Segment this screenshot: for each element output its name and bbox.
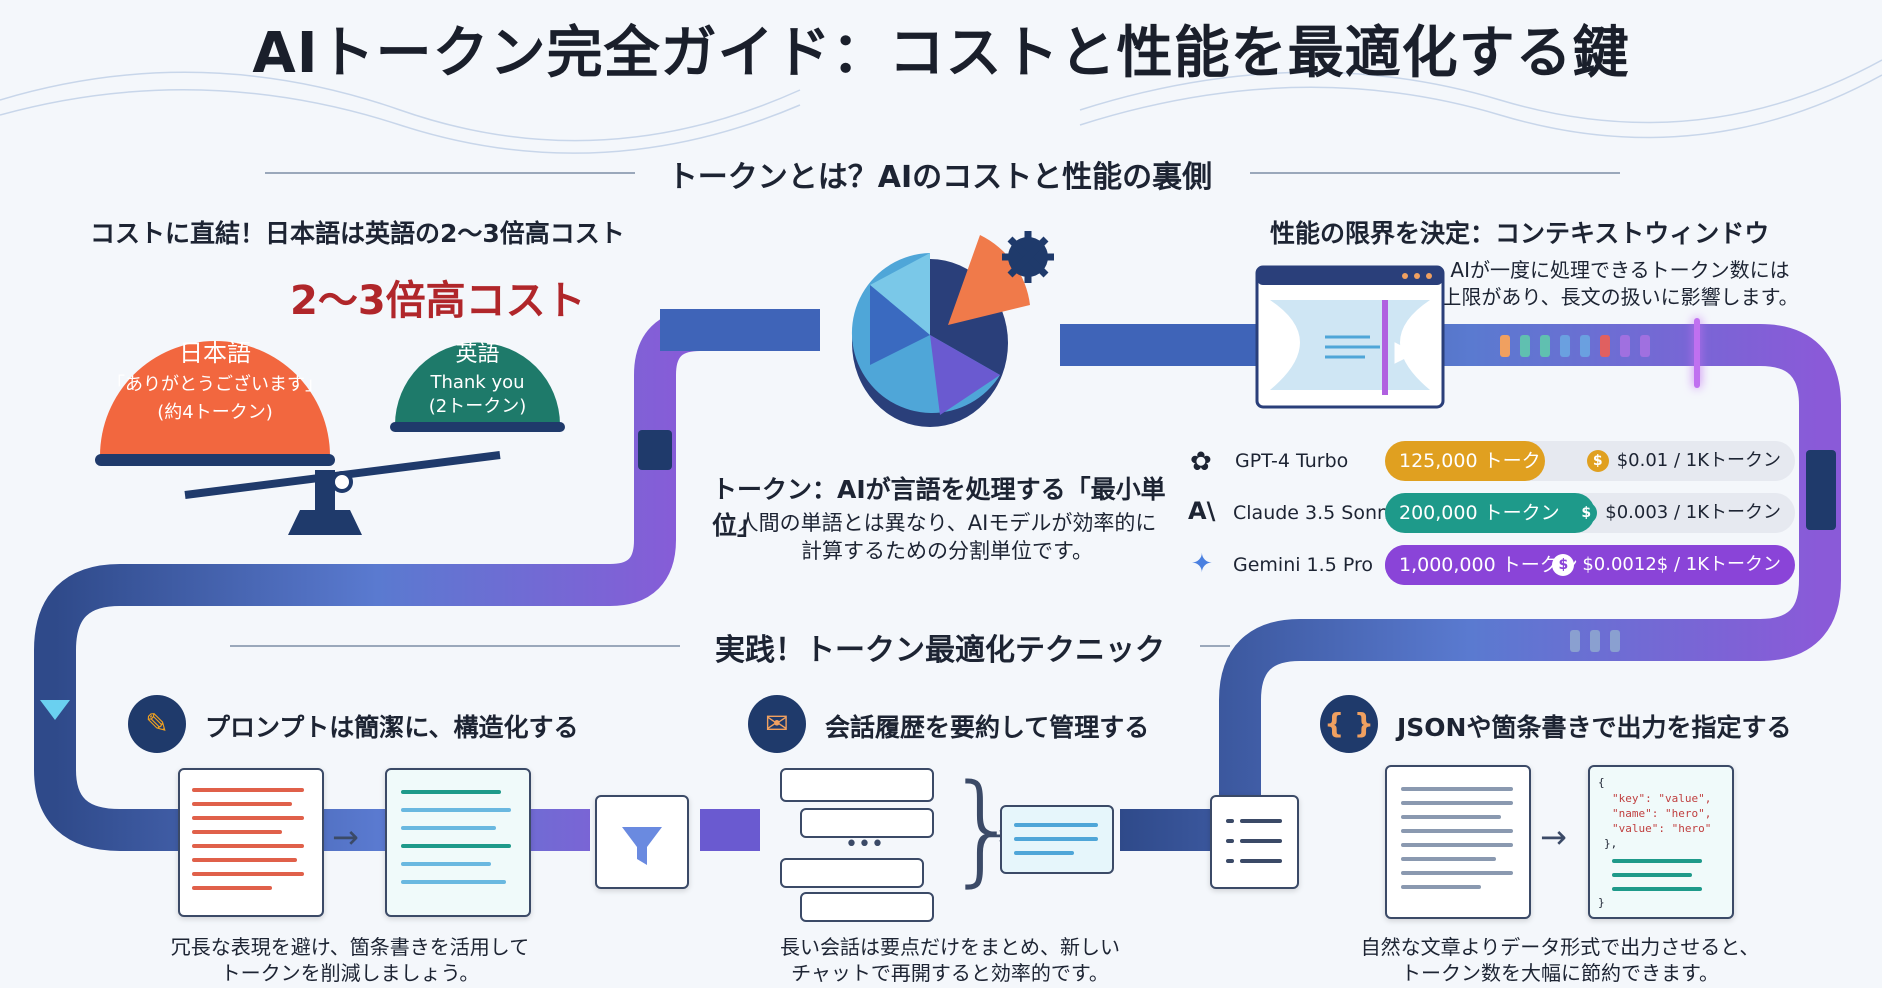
anthropic-icon: A\ bbox=[1188, 497, 1216, 525]
model-row: ✦ Gemini 1.5 Pro 1,000,000 トークン $$0.0012… bbox=[1185, 545, 1805, 585]
divider bbox=[1200, 645, 1230, 647]
divider bbox=[1250, 172, 1620, 174]
technique-desc-line2: トークンを削減しましょう。 bbox=[220, 961, 480, 985]
chat-icon: ✉ bbox=[748, 695, 806, 753]
model-bar: 1,000,000 トークン $$0.0012$ / 1Kトークン bbox=[1385, 545, 1795, 585]
price: $$0.0012$ / 1Kトークン bbox=[1552, 545, 1781, 585]
coin-icon: $ bbox=[1586, 450, 1609, 472]
braces-icon: { } bbox=[1320, 695, 1378, 753]
english-label: 英語 bbox=[455, 342, 500, 367]
section-heading: 実践！トークン最適化テクニック bbox=[715, 633, 1165, 668]
arrow-right-icon: → bbox=[332, 818, 359, 856]
divider bbox=[230, 645, 680, 647]
context-window-icon bbox=[1255, 265, 1445, 409]
japanese-example: 「ありがとうございます」 bbox=[107, 374, 323, 395]
summary-bubble bbox=[1000, 805, 1114, 874]
technique-desc-line1: 自然な文章よりデータ形式で出力させると、 bbox=[1360, 935, 1760, 959]
price: $$0.003 / 1Kトークン bbox=[1575, 493, 1781, 533]
ellipsis: ••• bbox=[845, 832, 884, 857]
list-icon bbox=[1210, 795, 1299, 889]
cost-emphasis: 2〜3倍高コスト bbox=[290, 278, 586, 324]
gemini-icon: ✦ bbox=[1191, 549, 1213, 579]
english-example: Thank you bbox=[430, 372, 525, 393]
model-bar: 200,000 トークン $$0.003 / 1Kトークン bbox=[1385, 493, 1795, 533]
model-name: GPT-4 Turbo bbox=[1235, 450, 1349, 472]
japanese-label: 日本語 bbox=[179, 339, 251, 367]
arrow-right-icon: → bbox=[1540, 818, 1567, 856]
json-document: { "key": "value", "name": "hero", "value… bbox=[1588, 765, 1734, 919]
token-count: 1,000,000 トークン bbox=[1385, 545, 1585, 585]
technique-title: プロンプトは簡潔に、構造化する bbox=[205, 713, 579, 742]
chat-bubble bbox=[800, 892, 934, 922]
center-desc-line2: 計算するための分割単位です。 bbox=[801, 539, 1093, 563]
center-desc-line1: 人間の単語とは異なり、AIモデルが効率的に bbox=[737, 511, 1157, 535]
english-tokens: (2トークン) bbox=[428, 396, 527, 417]
coin-icon: $ bbox=[1552, 554, 1575, 576]
model-row: ✿ GPT-4 Turbo 125,000 トークン $$0.01 / 1Kトー… bbox=[1185, 441, 1805, 512]
technique-desc-line2: トークン数を大幅に節約できます。 bbox=[1401, 961, 1719, 985]
context-desc-line1: AIが一度に処理できるトークン数には bbox=[1450, 258, 1790, 282]
balance-scale bbox=[95, 341, 565, 535]
pencil-icon: ✎ bbox=[128, 695, 186, 753]
context-heading: 性能の限界を決定：コンテキストウィンドウ bbox=[1270, 219, 1770, 248]
chat-bubble bbox=[800, 808, 934, 838]
price: $$0.01 / 1Kトークン bbox=[1586, 441, 1781, 481]
center-heading: トークン：AIが言語を処理する「最小単位」 bbox=[712, 475, 1166, 540]
technique-desc-line1: 冗長な表現を避け、箇条書きを活用して bbox=[170, 935, 530, 959]
context-desc-line2: 上限があり、長文の扱いに影響します。 bbox=[1441, 285, 1799, 309]
model-row: A\ Claude 3.5 Sonnet 200,000 トークン $$0.00… bbox=[1185, 493, 1805, 533]
model-list: ✿ GPT-4 Turbo 125,000 トークン $$0.01 / 1Kトー… bbox=[1185, 436, 1805, 606]
chat-bubble bbox=[780, 858, 924, 888]
technique-desc-line1: 長い会話は要点だけをまとめ、新しい bbox=[780, 935, 1120, 959]
model-name: Claude 3.5 Sonnet bbox=[1233, 502, 1409, 524]
token-count: 125,000 トークン bbox=[1385, 441, 1545, 512]
context-limit-marker bbox=[1694, 318, 1700, 388]
technique-title: 会話履歴を要約して管理する bbox=[825, 713, 1150, 742]
divider bbox=[265, 172, 635, 174]
token-count: 200,000 トークン bbox=[1385, 493, 1595, 533]
technique-title: JSONや箇条書きで出力を指定する bbox=[1397, 713, 1792, 742]
model-bar: 125,000 トークン $$0.01 / 1Kトークン bbox=[1385, 441, 1795, 512]
verbose-document bbox=[178, 768, 324, 917]
model-name: Gemini 1.5 Pro bbox=[1233, 554, 1373, 576]
japanese-tokens: (約4トークン) bbox=[157, 402, 273, 423]
technique-desc-line2: チャットで再開すると効率的です。 bbox=[791, 961, 1109, 985]
section-heading: トークンとは？AIのコストと性能の裏側 bbox=[667, 160, 1213, 195]
page-title: AIトークン完全ガイド：コストと性能を最適化する鍵 bbox=[252, 21, 1630, 86]
coin-icon: $ bbox=[1575, 502, 1598, 524]
chat-bubble bbox=[780, 768, 934, 802]
structured-document bbox=[385, 768, 531, 917]
cost-heading: コストに直結！日本語は英語の2〜3倍高コスト bbox=[90, 219, 625, 248]
token-pie-icon bbox=[851, 231, 1054, 427]
filter-icon bbox=[595, 795, 689, 889]
prose-document bbox=[1385, 765, 1531, 919]
openai-icon: ✿ bbox=[1190, 447, 1212, 477]
